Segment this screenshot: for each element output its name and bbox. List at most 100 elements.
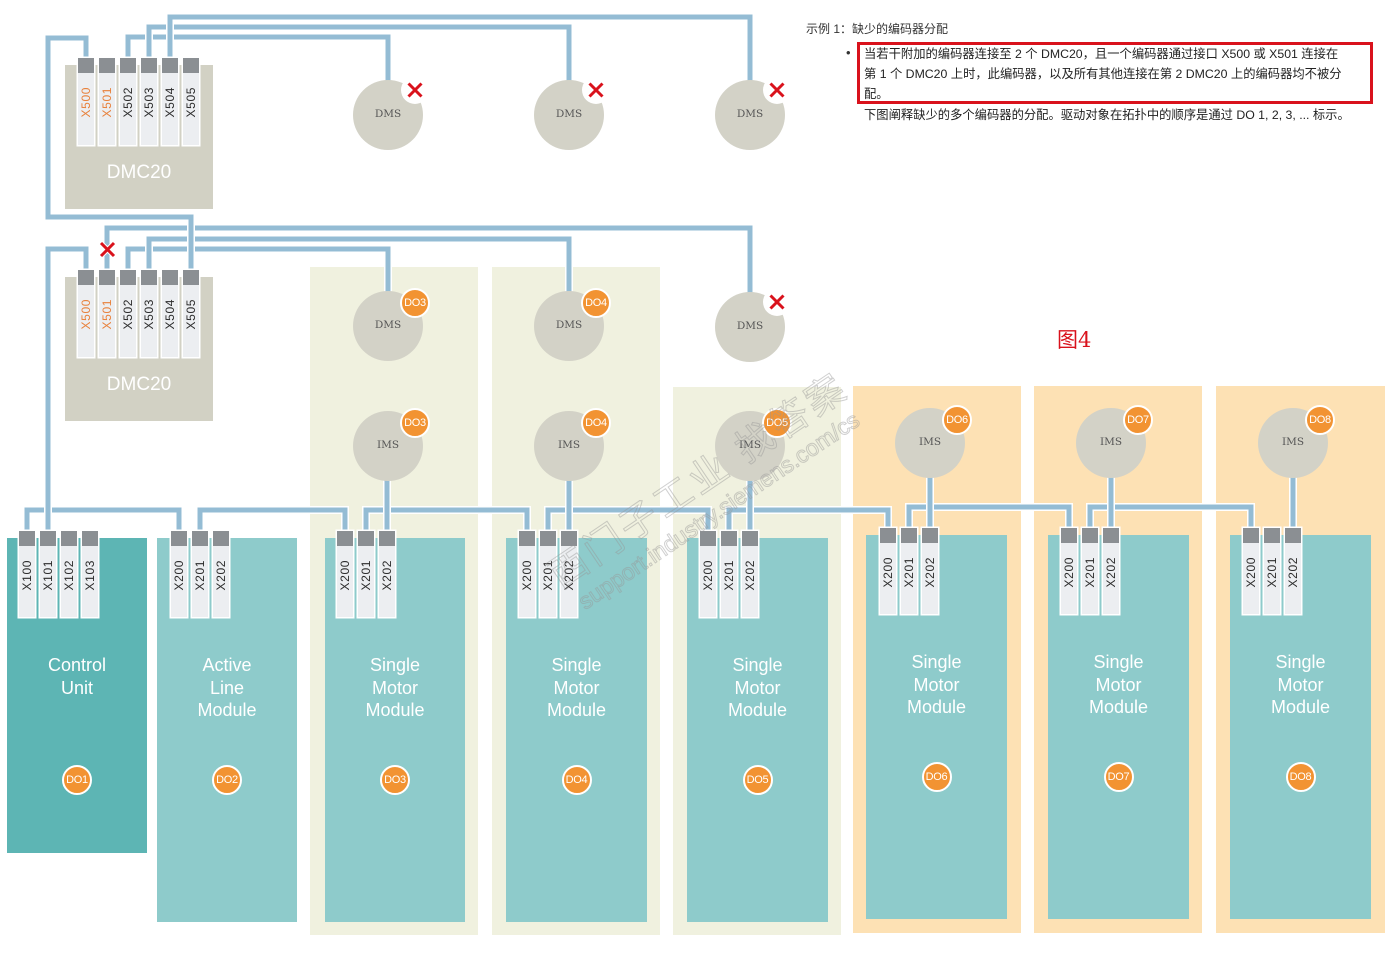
module-name-line: Active <box>202 655 252 675</box>
port-cap <box>120 270 136 285</box>
port-body: X202 <box>1103 543 1119 614</box>
port-cap <box>19 531 35 546</box>
port-label: X201 <box>902 557 916 588</box>
module-name-line: Module <box>1088 697 1149 717</box>
wire-line <box>545 507 711 531</box>
port-cap <box>379 531 395 546</box>
port-x201: X201 <box>901 528 917 614</box>
wire-do7-x201-to-do8-x200 <box>1086 503 1255 528</box>
port-label: X202 <box>1286 557 1300 588</box>
port-body: X502 <box>120 73 136 145</box>
port-cap <box>742 531 758 546</box>
encoder-dms: DMS DO3 <box>353 288 430 361</box>
port-label: X500 <box>79 299 93 330</box>
port-body: X200 <box>337 546 353 617</box>
port-body: X101 <box>40 546 56 617</box>
port-body: X201 <box>192 546 208 617</box>
module-name-line: Motor <box>1277 674 1324 695</box>
encoder-dms: DMS <box>715 76 791 150</box>
port-x201: X201 <box>1264 528 1280 614</box>
port-body: X200 <box>171 546 187 617</box>
port-x500: X500 <box>78 58 94 145</box>
red-x-icon <box>769 82 785 98</box>
port-label: X202 <box>1104 557 1118 588</box>
port-x502: X502 <box>120 58 136 145</box>
port-cap <box>721 531 737 546</box>
port-body: X202 <box>742 546 758 617</box>
port-x501: X501 <box>99 270 115 357</box>
encoder-type: DMS <box>555 319 583 331</box>
module-name-line: Single <box>369 655 421 675</box>
port-label: X101 <box>41 560 55 591</box>
not-assigned-marker <box>763 288 791 316</box>
port-cap <box>358 531 374 546</box>
port-x202: X202 <box>922 528 938 614</box>
port-body: X201 <box>1264 543 1280 614</box>
do-badge: DO6 <box>921 762 952 792</box>
encoder-type: IMS <box>918 436 942 448</box>
module-name-line: Single <box>732 655 783 675</box>
port-body: X500 <box>78 285 94 357</box>
port-cap <box>901 528 917 543</box>
port-label: X200 <box>338 560 352 591</box>
port-x201: X201 <box>1082 528 1098 614</box>
port-label: X202 <box>380 560 394 591</box>
port-cap <box>120 58 136 73</box>
port-body: X502 <box>120 285 136 357</box>
port-x202: X202 <box>379 531 395 617</box>
port-label: X200 <box>1062 557 1076 588</box>
port-x202: X202 <box>1103 528 1119 614</box>
module-name: Single Motor Module <box>866 651 1007 719</box>
port-label: X200 <box>520 560 534 591</box>
port-x201: X201 <box>540 531 556 617</box>
encoder-ims: IMS DO4 <box>534 408 611 481</box>
port-x501: X501 <box>99 58 115 145</box>
module-name-line: Motor <box>734 677 781 698</box>
port-label: X201 <box>1265 557 1279 588</box>
port-cap <box>922 528 938 543</box>
port-body: X200 <box>519 546 535 617</box>
module-name-line: Single <box>1275 652 1326 672</box>
followup-text: 下图阐释缺少的多个编码器的分配。驱动对象在拓扑中的顺序是通过 DO 1, 2, … <box>864 108 1350 122</box>
port-body: X202 <box>561 546 577 617</box>
port-x201: X201 <box>192 531 208 617</box>
port-cap <box>519 531 535 546</box>
wire-line <box>45 35 194 270</box>
port-label: X202 <box>214 560 228 591</box>
module-name-line: Module <box>546 700 607 720</box>
module-name-line: Motor <box>371 677 418 698</box>
port-x200: X200 <box>700 531 716 617</box>
module-name-line: Line <box>209 677 245 698</box>
module-name: Control Unit <box>7 654 147 699</box>
port-body: X505 <box>183 73 199 145</box>
port-label: X100 <box>20 560 34 591</box>
module-name-line: Module <box>727 700 788 720</box>
port-body: X201 <box>358 546 374 617</box>
port-label: X200 <box>701 560 715 591</box>
port-label: X502 <box>121 87 135 118</box>
port-cap <box>141 270 157 285</box>
port-cap <box>162 270 178 285</box>
port-x504: X504 <box>162 58 178 145</box>
port-cap <box>1103 528 1119 543</box>
module-name-line: Motor <box>913 674 960 695</box>
do-badge: DO4 <box>581 288 611 318</box>
wire-line <box>24 507 182 531</box>
port-label: X201 <box>359 560 373 591</box>
wire-do4-x201-to-do5-x200 <box>544 506 712 531</box>
red-x-icon <box>99 241 116 258</box>
wire-line <box>125 34 391 90</box>
port-x200: X200 <box>1061 528 1077 614</box>
port-cap <box>1264 528 1280 543</box>
port-cap <box>540 531 556 546</box>
red-x-icon <box>769 294 785 310</box>
port-label: X202 <box>743 560 757 591</box>
port-body: X202 <box>213 546 229 617</box>
wire-line <box>726 507 891 531</box>
wire-hub2-x503-to-dms-do4 <box>145 235 573 300</box>
port-x505: X505 <box>183 270 199 357</box>
encoder-ims: IMS DO6 <box>895 405 972 478</box>
highligh-text: 当若干附加的编码器连接至 2 个 DMC20，且一个编码器通过接口 X500 或… <box>864 44 1342 104</box>
example-heading: 示例 1：缺少的编码器分配 <box>806 22 949 36</box>
port-label: X504 <box>163 87 177 118</box>
